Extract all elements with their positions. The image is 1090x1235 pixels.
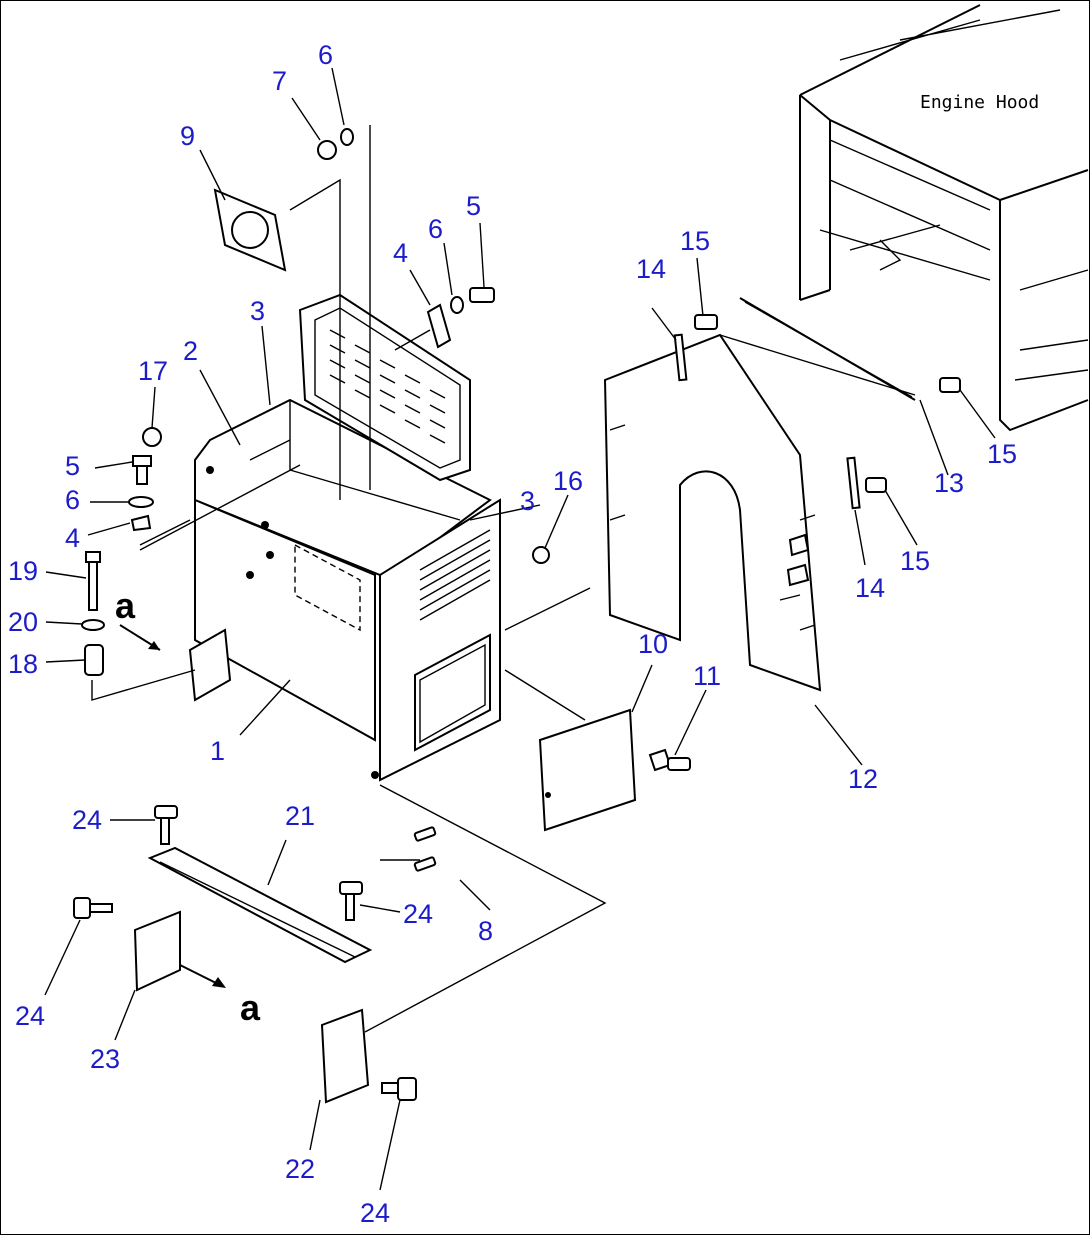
callout-6-left: 6 [65, 485, 80, 515]
housing-part-1 [188, 398, 501, 782]
callout-24-mid: 24 [403, 899, 433, 929]
view-arrow-bottom [179, 964, 221, 986]
callout-numbers: 6 7 9 5 6 4 3 2 17 5 6 4 19 20 18 1 3 16… [8, 40, 1017, 1228]
callout-2: 2 [183, 336, 198, 366]
callout-5-left: 5 [65, 451, 80, 481]
callout-1: 1 [210, 736, 225, 766]
callout-22: 22 [285, 1154, 315, 1184]
view-marker-a-top: a [115, 585, 136, 626]
side-panel-part-12 [504, 297, 961, 721]
cover-plate-part-10 [538, 708, 691, 832]
callout-16: 16 [553, 466, 583, 496]
callout-15-lower: 15 [900, 546, 930, 576]
callout-21: 21 [285, 801, 315, 831]
engine-hood-label: Engine Hood [920, 92, 1039, 113]
callout-4-left: 4 [65, 523, 80, 553]
callout-15-top: 15 [680, 226, 710, 256]
callout-11: 11 [693, 661, 721, 691]
callout-6-mid: 6 [428, 214, 443, 244]
callout-14-top: 14 [636, 254, 666, 284]
callout-15-right: 15 [987, 439, 1017, 469]
callout-24-bottom: 24 [360, 1198, 390, 1228]
callout-3-top: 3 [250, 296, 265, 326]
callout-6-top: 6 [318, 40, 333, 70]
callout-5-top: 5 [466, 191, 481, 221]
callout-20: 20 [8, 607, 38, 637]
callout-23: 23 [90, 1044, 120, 1074]
callout-24-upper-left: 24 [72, 805, 102, 835]
callout-7: 7 [272, 66, 287, 96]
callout-10: 10 [638, 629, 668, 659]
callout-19: 19 [8, 556, 38, 586]
callout-17: 17 [138, 356, 168, 386]
bottom-parts [73, 784, 607, 1104]
callout-13: 13 [934, 468, 964, 498]
top-small-parts [139, 125, 550, 564]
callout-9: 9 [180, 121, 195, 151]
callout-8: 8 [478, 916, 493, 946]
leader-lines [44, 67, 996, 1191]
callout-14-lower: 14 [855, 573, 885, 603]
callout-3-right: 3 [520, 486, 535, 516]
callout-18: 18 [8, 649, 38, 679]
callout-24-lower-left: 24 [15, 1001, 45, 1031]
callout-12: 12 [848, 764, 878, 794]
housing-vent-grille [419, 529, 491, 621]
left-fasteners [81, 427, 196, 701]
view-marker-a-bottom: a [240, 987, 261, 1028]
callout-4-top: 4 [393, 238, 408, 268]
engine-hood: Engine Hood [799, 4, 1089, 432]
